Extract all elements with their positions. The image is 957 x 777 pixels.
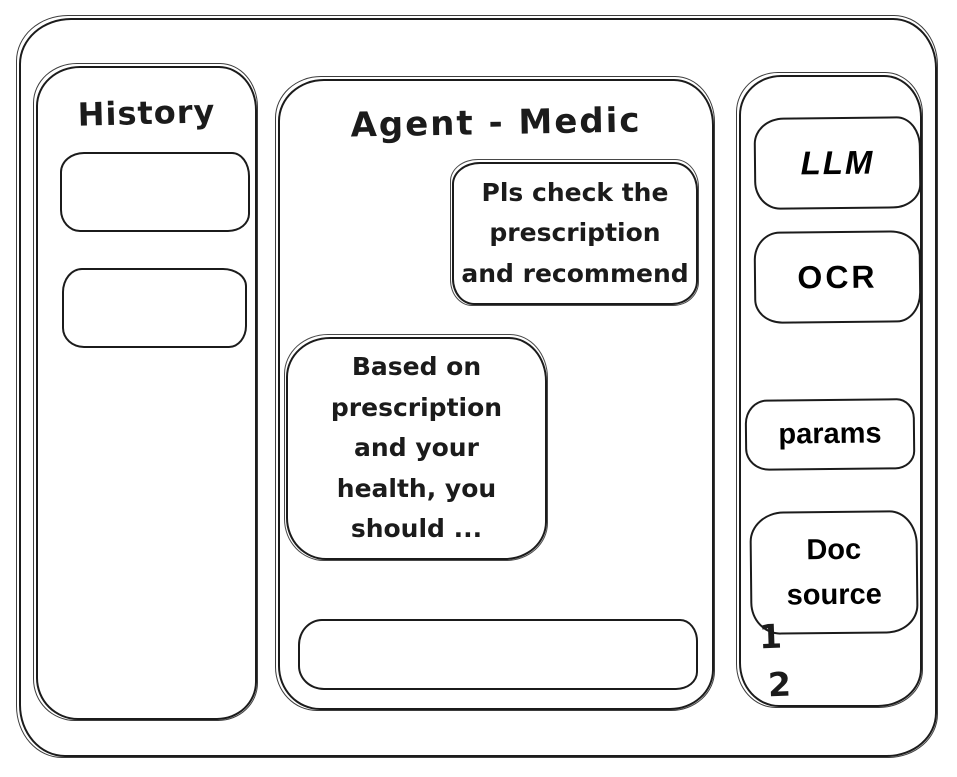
page-title: Agent - Medic (350, 100, 642, 146)
doc-source-item-2[interactable]: 2 (767, 664, 792, 705)
history-item[interactable] (60, 152, 250, 232)
tools-panel: LLM OCR params Doc source 1 2 (736, 72, 923, 708)
message-input[interactable] (298, 619, 698, 690)
history-title: History (77, 92, 216, 134)
doc-source-item-1[interactable]: 1 (758, 616, 783, 657)
llm-button[interactable]: LLM (753, 116, 922, 210)
assistant-message-bubble: Based on prescription and your health, y… (284, 334, 548, 561)
history-item[interactable] (62, 268, 247, 348)
chat-panel: Agent - Medic Pls check the prescription… (275, 76, 715, 711)
params-button[interactable]: params (744, 398, 916, 471)
history-panel: History (33, 63, 258, 721)
user-message-bubble: Pls check the prescription and recommend (450, 159, 699, 306)
ocr-button[interactable]: OCR (753, 230, 922, 324)
